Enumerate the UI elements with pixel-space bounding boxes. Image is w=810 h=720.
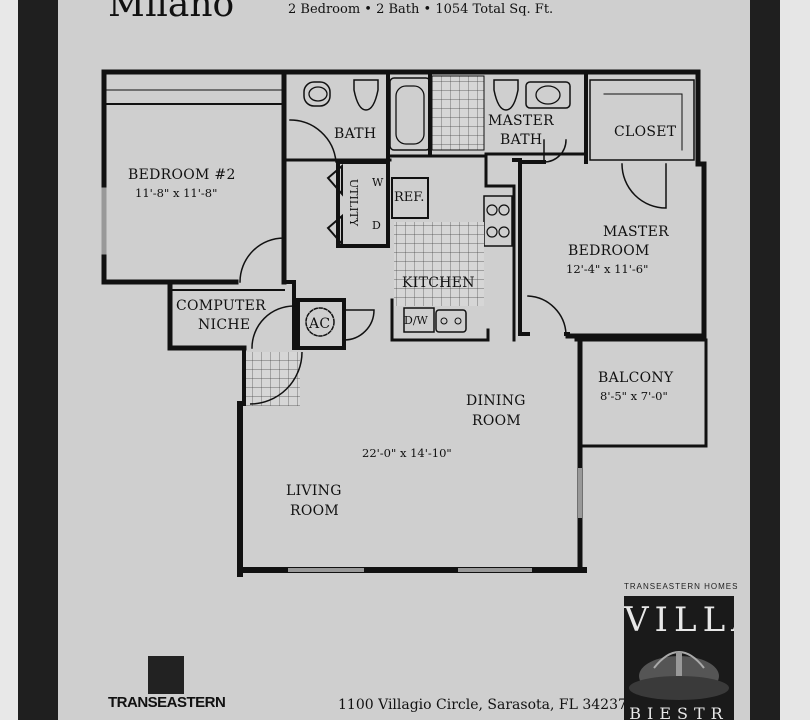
plan-title: Milano (108, 0, 235, 25)
computer-niche-label-2: NICHE (198, 317, 251, 333)
villa-brand-title: VILLA (624, 600, 734, 640)
balcony-dimensions: 8'-5" x 7'-0" (600, 389, 668, 403)
transeastern-logo-mark (148, 656, 184, 694)
closet-label: CLOSET (614, 124, 677, 140)
living-dining-dimensions: 22'-0" x 14'-10" (362, 446, 452, 460)
bath-label: BATH (334, 126, 377, 142)
dishwasher-label: D/W (404, 314, 428, 327)
ac-label: AC (309, 316, 331, 332)
transeastern-logo-text: TRANSEASTERN (108, 694, 226, 711)
master-bedroom-label-1: MASTER (603, 224, 669, 240)
master-bath-label-2: BATH (500, 132, 543, 148)
balcony-label: BALCONY (598, 370, 674, 386)
paper-edge-left (0, 0, 18, 720)
dryer-label: D (372, 219, 381, 232)
dining-room-label-1: DINING (466, 393, 526, 409)
fountain-image (629, 651, 729, 700)
plan-subtitle: 2 Bedroom • 2 Bath • 1054 Total Sq. Ft. (288, 2, 554, 17)
utility-label: UTILITY (347, 178, 361, 227)
villa-brand-logo: VILLA BIESTR (624, 596, 734, 720)
master-bath-label-1: MASTER (488, 113, 554, 129)
kitchen-label: KITCHEN (402, 275, 475, 291)
master-bedroom-label-2: BEDROOM (568, 243, 650, 259)
transeastern-logo: TRANSEASTERN (108, 656, 226, 720)
refrigerator-label: REF. (394, 190, 425, 205)
washer-label: W (372, 176, 384, 189)
dining-room-label-2: ROOM (472, 413, 522, 429)
master-bedroom-dimensions: 12'-4" x 11'-6" (566, 262, 649, 276)
computer-niche-label-1: COMPUTER (176, 298, 266, 314)
bedroom-2-dimensions: 11'-8" x 11'-8" (135, 186, 218, 200)
brand-tagline: TRANSEASTERN HOMES (624, 582, 739, 591)
paper-edge-right (780, 0, 810, 720)
property-address: 1100 Villagio Circle, Sarasota, FL 34237 (338, 697, 627, 713)
living-room-label-1: LIVING (286, 483, 342, 499)
bedroom-2-label: BEDROOM #2 (128, 167, 236, 183)
villa-brand-subtitle: BIESTR (629, 704, 729, 720)
living-room-label-2: ROOM (290, 503, 340, 519)
